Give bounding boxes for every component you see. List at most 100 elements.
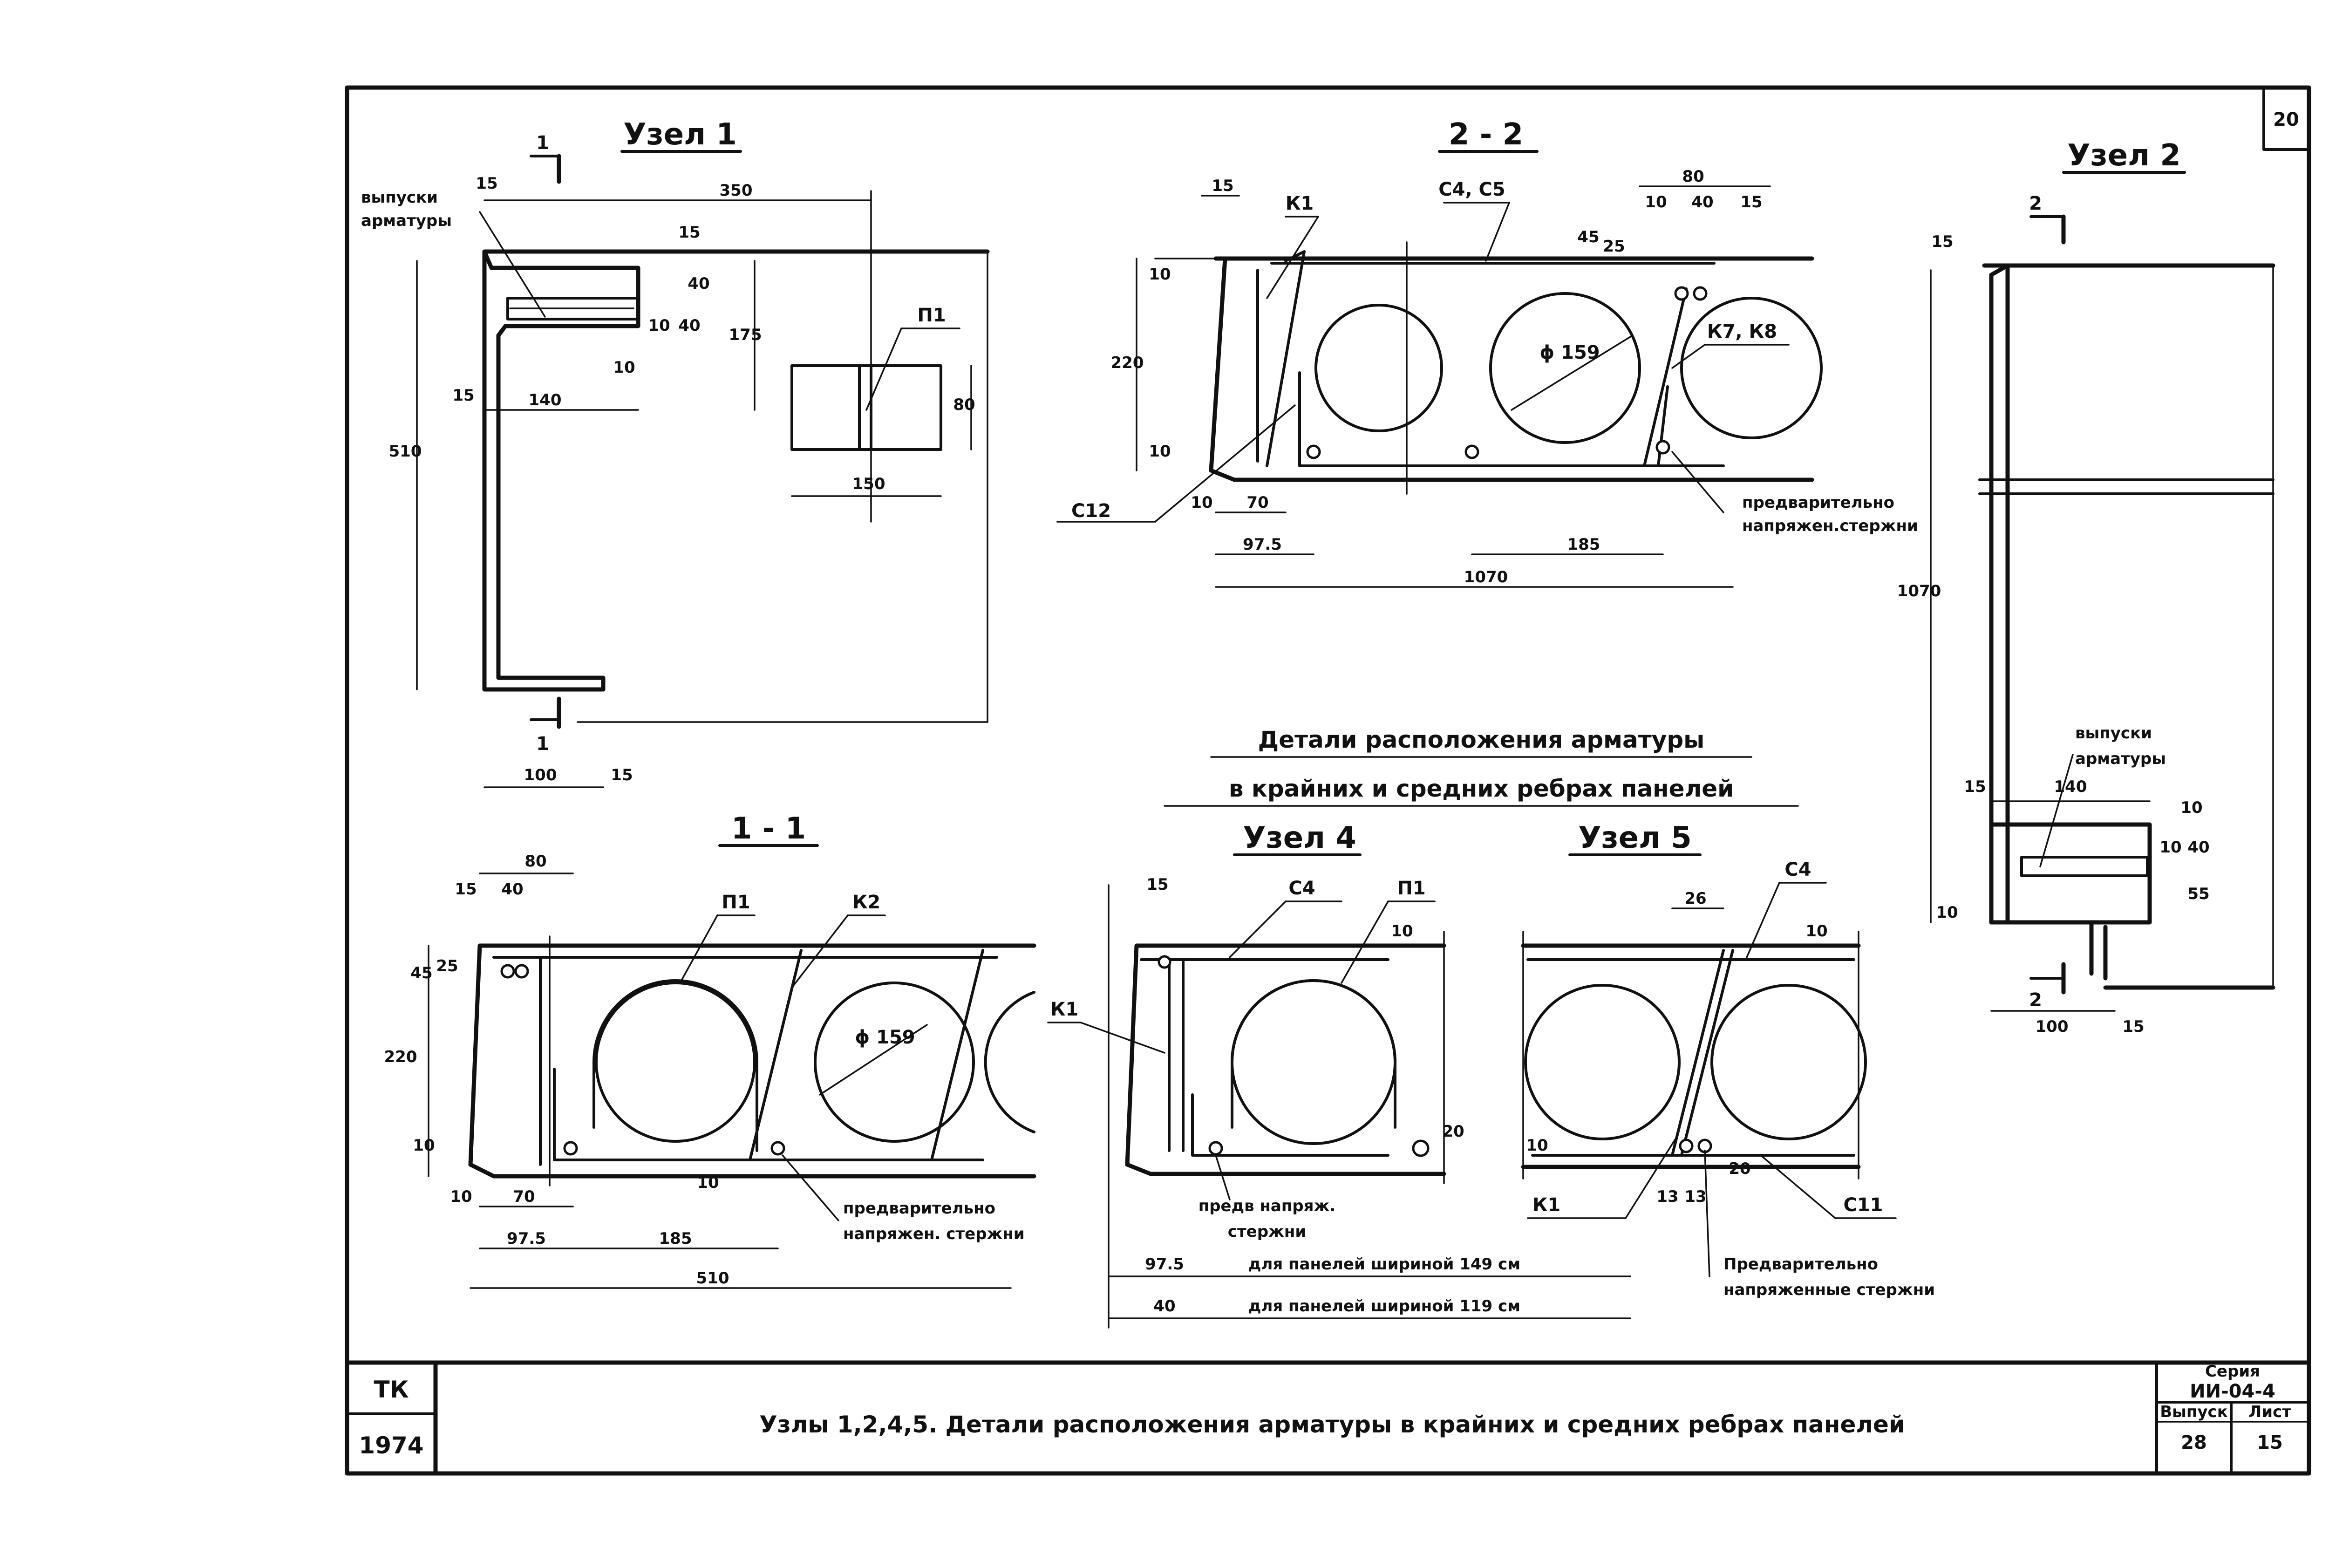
- section11-void-2: [814, 982, 975, 1143]
- node2-outlet-label-2: арматуры: [2075, 750, 2166, 768]
- node2-dim-40: 40: [2187, 838, 2209, 857]
- node5-void-2: [1710, 984, 1867, 1140]
- node4-dim-20: 20: [1442, 1122, 1464, 1141]
- section11-label-k2-leader: [791, 914, 849, 989]
- section11-dim-45: 45: [410, 964, 432, 982]
- node2-section-mark-top: 2: [2029, 193, 2042, 214]
- node2-dim-10-top: 10: [2180, 798, 2202, 817]
- section22-note-1: предварительно: [1742, 493, 1894, 512]
- node5-label-c4-leader: [1746, 882, 1780, 958]
- section22-diameter: ϕ 159: [1539, 342, 1600, 363]
- section22-dim-25: 25: [1603, 237, 1625, 256]
- node5-dim-26: 26: [1684, 889, 1706, 908]
- section22-rib-outline: [1209, 256, 1814, 482]
- node2-outlet-bars: [2020, 856, 2149, 877]
- section22-label-c12-leader: [1154, 404, 1296, 523]
- section11-dim-80: 80: [524, 852, 546, 871]
- node4-label-p1: П1: [1397, 878, 1425, 899]
- seria-label: Серия: [2205, 1362, 2260, 1381]
- section11-dim-70: 70: [513, 1187, 535, 1206]
- node4-tendon-1: [1208, 1141, 1223, 1156]
- node1-p1-label: П1: [917, 305, 946, 326]
- node1-dim-175: 175: [729, 326, 762, 344]
- section22-top-bar-dot-2: [1693, 286, 1708, 301]
- section11-dim-510: 510: [696, 1269, 729, 1288]
- section22-dim-1070: 1070: [1464, 568, 1508, 586]
- section22-dim-10: 10: [1645, 193, 1667, 211]
- node4-detail: Узел 4 С4 П1 К1 предв напряж. стержни 15…: [1047, 821, 1631, 1329]
- sheet-title: Узлы 1,2,4,5. Детали расположения армату…: [759, 1411, 1905, 1438]
- section11-dim-10: 10: [450, 1187, 472, 1206]
- section11-label-p1: П1: [722, 892, 750, 913]
- section22-dim-220: 220: [1111, 354, 1144, 372]
- year: 1974: [359, 1432, 423, 1459]
- section11-top-dot-2: [514, 964, 529, 979]
- section11-dim-25: 25: [436, 957, 458, 975]
- seria-value: ИИ-04-4: [2190, 1381, 2275, 1402]
- node1-dim-10: 10: [648, 316, 670, 335]
- node4-width-value-1: 97.5: [1145, 1255, 1184, 1274]
- section22-void-2: [1489, 292, 1641, 444]
- node2-dim-100: 100: [2036, 1017, 2069, 1036]
- section22-dim-15b: 15: [1740, 193, 1762, 211]
- section22-label-k7k8-leader: [1671, 344, 1706, 369]
- node4-note-1: предв напряж.: [1199, 1197, 1336, 1215]
- section22-void-3: [1680, 297, 1823, 439]
- node4-label-c4: С4: [1288, 878, 1315, 899]
- section22-label-c4c5: С4, С5: [1438, 179, 1505, 200]
- node5-label-k1: К1: [1532, 1194, 1561, 1216]
- node1-dim-10b: 10: [613, 358, 635, 377]
- node1-title: Узел 1: [623, 117, 737, 152]
- node1-p1-leader: [865, 327, 902, 411]
- node4-note-leader: [1215, 1154, 1231, 1200]
- node1-dim-140: 140: [529, 391, 562, 409]
- section22-dim-80: 80: [1682, 167, 1704, 186]
- section11-title: 1 - 1: [731, 811, 806, 846]
- section22-dim-40: 40: [1691, 193, 1713, 211]
- node5-note-2: напряженные стержни: [1723, 1281, 1935, 1299]
- node5-dim-20: 20: [1729, 1159, 1750, 1178]
- section22-label-k7k8: К7, К8: [1707, 321, 1777, 342]
- section22-dim-10-top: 10: [1149, 265, 1171, 284]
- node1-outlet-label-1: выпуски: [361, 188, 438, 207]
- node1-outlet-label-2: арматуры: [361, 211, 452, 230]
- node2-dim-15-mid: 15: [1964, 777, 1986, 796]
- node2-outlet-label-1: выпуски: [2075, 724, 2152, 743]
- node5-void-1: [1524, 984, 1681, 1140]
- node1-dim-150: 150: [852, 475, 885, 493]
- node5-tendon-1: [1679, 1139, 1694, 1153]
- section11-note-2: напряжен. стержни: [843, 1225, 1025, 1243]
- section22-tendon-1: [1306, 444, 1321, 459]
- node4-rib-outline: [1125, 943, 1446, 1176]
- node5-dim-13-b: 13: [1684, 1187, 1706, 1206]
- section22-dim-10-left: 10: [1191, 493, 1212, 512]
- section11-k2-bar-2: [930, 949, 984, 1161]
- section11-dim-40: 40: [501, 880, 523, 899]
- node1-rib-outline: [482, 249, 990, 692]
- node4-dim-15: 15: [1146, 875, 1168, 894]
- node1-p1-detail: [790, 364, 942, 451]
- central-title-line1: Детали расположения арматуры: [1258, 726, 1705, 753]
- node4-label-c4-leader: [1229, 900, 1287, 958]
- section22-void-1: [1314, 304, 1443, 432]
- section11-dim-185: 185: [659, 1229, 692, 1248]
- node2-dim-1070: 1070: [1897, 582, 1941, 600]
- node4-title: Узел 4: [1243, 821, 1356, 855]
- issue-value: 28: [2181, 1432, 2207, 1453]
- section11-p1-bar: [592, 979, 758, 1152]
- section22-label-c4c5-leader: [1485, 202, 1510, 262]
- section22-dim-45: 45: [1577, 228, 1599, 246]
- section11-top-dot-1: [500, 964, 515, 979]
- node5-dim-10-top: 10: [1805, 922, 1827, 941]
- node1-section-mark-bottom: 1: [536, 733, 549, 755]
- section22-dim-97: 97.5: [1243, 535, 1282, 554]
- node1-dim-15-top: 15: [476, 174, 497, 193]
- node4-dim-10: 10: [1391, 922, 1413, 941]
- section22-c12-bar: [1298, 371, 1725, 467]
- node2-bottom-rib: [1989, 822, 2152, 925]
- section11-rib-outline: [468, 943, 1036, 1179]
- section22-note-leader: [1671, 451, 1724, 513]
- section22-diameter-line: [1511, 334, 1634, 411]
- node5-label-c11: С11: [1843, 1194, 1883, 1216]
